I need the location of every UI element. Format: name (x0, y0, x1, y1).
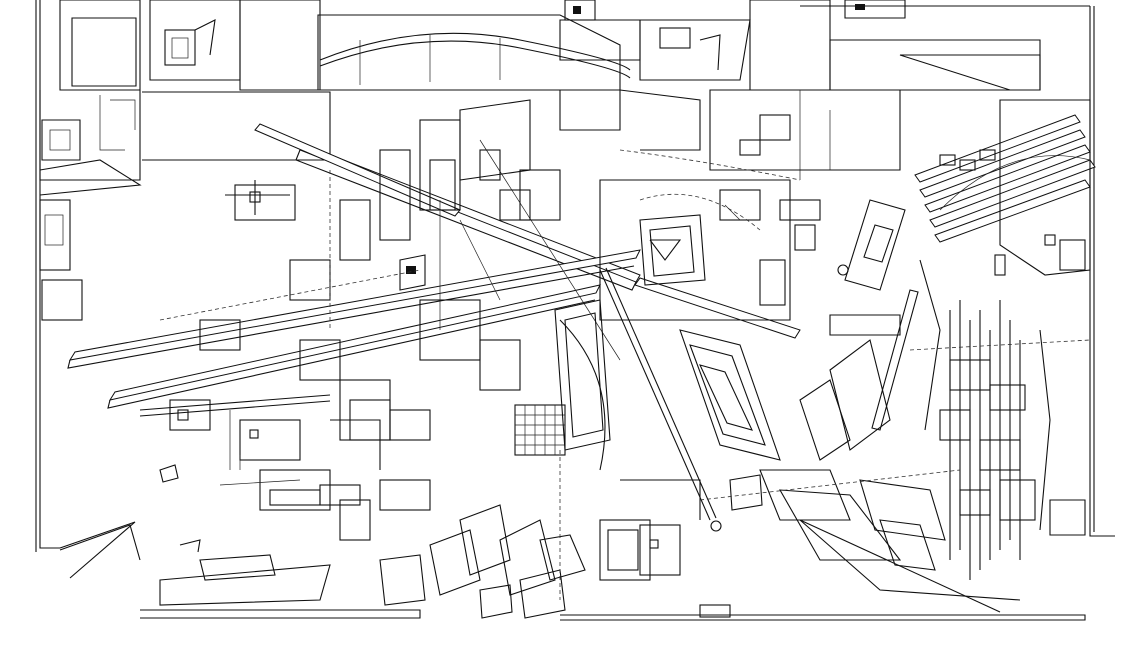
top-left-boxes (39, 0, 331, 321)
mid-right-fragments (559, 89, 901, 251)
right-diagonal-panels (679, 199, 1021, 601)
right-tower-cluster (919, 254, 1086, 580)
central-box (599, 179, 791, 321)
grid-cluster (514, 299, 611, 471)
top-wave-band (317, 0, 1041, 91)
central-cluster (159, 99, 561, 541)
lower-fragments (59, 474, 763, 619)
diagonal-beams (67, 123, 801, 521)
right-top-stack (914, 99, 1096, 276)
construction-lines (159, 170, 1091, 600)
frame-lines (35, 0, 1115, 621)
